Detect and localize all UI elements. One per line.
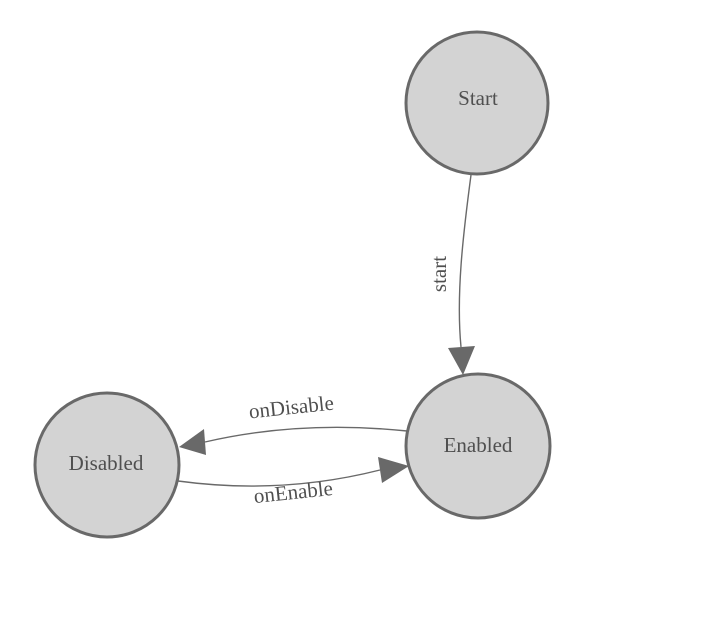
arrowhead-left-icon — [179, 429, 206, 455]
node-enabled: Enabled — [404, 372, 552, 520]
edge-start-to-enabled: start — [427, 174, 475, 375]
edge-disabled-to-enabled: onEnable — [177, 457, 409, 508]
edge-enabled-to-disabled: onDisable — [179, 391, 408, 455]
node-label-enabled: Enabled — [444, 433, 513, 457]
node-label-start: Start — [458, 86, 498, 110]
edge-label-ondisable: onDisable — [248, 391, 335, 424]
arrowhead-down-icon — [448, 346, 475, 375]
node-label-disabled: Disabled — [69, 451, 144, 475]
node-circle-disabled — [33, 391, 181, 539]
node-circle-start — [404, 30, 550, 176]
edge-line-enabled-to-disabled — [204, 426, 408, 443]
edge-label-onenable: onEnable — [253, 476, 334, 508]
edge-label-start: start — [427, 256, 451, 292]
node-disabled: Disabled — [33, 391, 181, 539]
arrowhead-right-icon — [378, 457, 409, 483]
edge-line-disabled-to-enabled — [177, 469, 381, 487]
edge-line-start-to-enabled — [458, 174, 472, 348]
node-circle-enabled — [404, 372, 552, 520]
node-start: Start — [404, 30, 550, 176]
